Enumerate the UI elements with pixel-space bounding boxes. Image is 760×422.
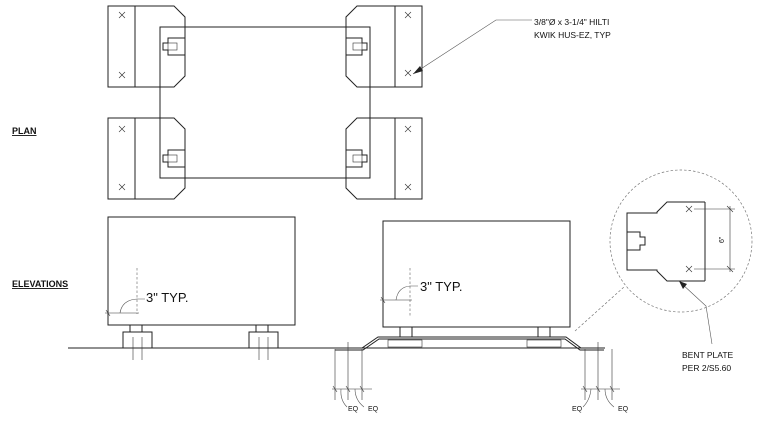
elevation-left [105, 216, 296, 360]
bent-plate-note-line-2: PER 2/S5.60 [682, 363, 731, 373]
elevation-right [335, 220, 604, 351]
plan-title: PLAN [12, 126, 37, 136]
bracket-plan-bottom-right [345, 117, 423, 200]
detail-arrowhead-icon [679, 281, 687, 289]
detail-circle [609, 169, 753, 313]
arrowhead-icon [413, 66, 423, 74]
typ-dimension-right: 3" TYP. [420, 279, 462, 294]
bent-plate-elevation [335, 336, 604, 349]
equipment-outline-plan [159, 26, 371, 179]
bent-plate-note-line-1: BENT PLATE [682, 350, 734, 360]
bracket-plan-top-left [107, 5, 186, 88]
bracket-plan-bottom-left [107, 117, 186, 200]
eq-label-1: EQ [348, 406, 359, 413]
eq-label-4: EQ [618, 406, 629, 413]
detail-dimension: 6" [719, 236, 726, 243]
eq-dimensions-right [581, 342, 620, 408]
eq-label-3: EQ [572, 406, 583, 413]
plan-view [107, 5, 532, 200]
anchor-note-line-1: 3/8"Ø x 3-1/4" HILTI [534, 17, 609, 27]
typ-dimension-left: 3" TYP. [146, 290, 188, 305]
detail-bracket [626, 201, 705, 282]
equipment-outline-right [382, 220, 571, 328]
detail-callout [574, 169, 753, 345]
equipment-outline-left [107, 216, 296, 326]
bracket-plan-top-right [345, 5, 423, 88]
elevations-title: ELEVATIONS [12, 279, 68, 289]
anchor-note-line-2: KWIK HUS-EZ, TYP [534, 30, 611, 40]
eq-dimensions-left [332, 342, 372, 408]
anchor-leader-line [412, 19, 532, 75]
eq-label-2: EQ [368, 406, 379, 413]
